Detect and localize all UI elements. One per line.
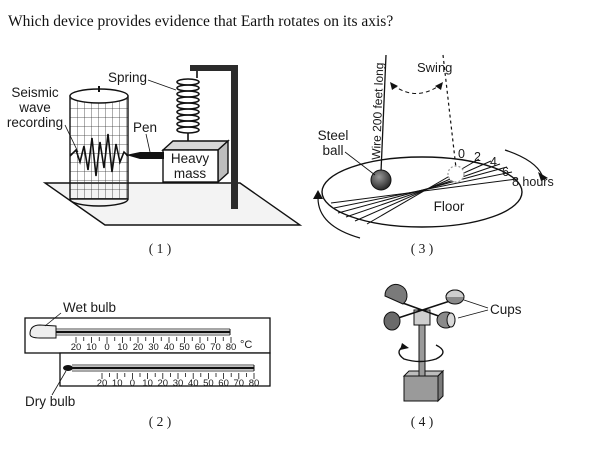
dry-bulb-scale-number: 40 xyxy=(188,378,199,389)
figure-number-4: ( 4 ) xyxy=(411,414,434,429)
ball-label-2: ball xyxy=(322,143,343,158)
dry-bulb-scale-number: 50 xyxy=(203,378,214,389)
figure-number-3: ( 3 ) xyxy=(411,241,434,256)
dry-bulb-scale-ticks xyxy=(101,373,255,379)
hour-mark-4: 4 xyxy=(490,155,497,169)
pendulum-diagram: Swing Wire 200 feet long Steel ball 0 2 … xyxy=(313,54,554,256)
pen xyxy=(126,152,164,159)
seismograph-diagram: Seismic wave recording Spring Pen Heavy … xyxy=(7,65,303,256)
cups xyxy=(383,284,465,331)
anemometer-pole xyxy=(418,317,426,377)
figure-number-2: ( 2 ) xyxy=(149,414,172,429)
spring xyxy=(176,71,200,141)
swing-lines xyxy=(330,158,518,225)
dry-bulb-scale-number: 30 xyxy=(173,378,184,389)
celsius-unit: °C xyxy=(240,339,252,351)
wet-bulb-scale-number: 80 xyxy=(226,342,237,353)
rotation-arrow xyxy=(398,344,444,363)
wet-bulb-scale-number: 20 xyxy=(71,342,82,353)
swing-label: Swing xyxy=(417,60,452,75)
wet-bulb-scale-number: 10 xyxy=(86,342,97,353)
wet-bulb xyxy=(29,324,231,339)
dry-bulb-scale-number: 0 xyxy=(130,378,135,389)
seismic-trace xyxy=(69,133,129,177)
mass-label-2: mass xyxy=(174,166,207,181)
mass-label-1: Heavy xyxy=(171,151,210,166)
dry-bulb-scale-number: 80 xyxy=(249,378,260,389)
seismic-label-1: Seismic xyxy=(11,85,59,100)
wet-bulb-scale-number: 20 xyxy=(133,342,144,353)
dry-bulb-label: Dry bulb xyxy=(25,394,75,409)
floor xyxy=(321,156,523,228)
wet-bulb-scale-number: 50 xyxy=(179,342,190,353)
figure-number-1: ( 1 ) xyxy=(149,241,172,256)
wet-bulb-scale-number: 60 xyxy=(195,342,206,353)
dry-bulb-scale-number: 10 xyxy=(112,378,123,389)
wet-bulb-scale-number: 10 xyxy=(117,342,128,353)
spring-label: Spring xyxy=(108,70,147,85)
heavy-mass xyxy=(161,139,230,184)
dry-bulb xyxy=(63,364,255,372)
wet-bulb-scale-numbers: 20 10 0 10 20 30 40 50 60 70 80 xyxy=(71,342,237,353)
question-text: Which device provides evidence that Eart… xyxy=(8,13,394,30)
swing-arc xyxy=(392,84,441,94)
wire xyxy=(380,54,387,173)
dry-bulb-scale-number: 70 xyxy=(234,378,245,389)
wet-bulb-scale-number: 0 xyxy=(104,342,109,353)
dry-bulb-scale-number: 10 xyxy=(142,378,153,389)
hours-arrow xyxy=(504,149,543,176)
seismic-label-3: recording xyxy=(7,115,63,130)
dry-bulb-scale-number: 20 xyxy=(158,378,169,389)
hour-mark-0: 0 xyxy=(458,147,465,161)
hour-mark-6: 6 xyxy=(502,165,509,179)
pen-label: Pen xyxy=(133,120,157,135)
recording-drum xyxy=(69,86,129,207)
dry-bulb-scale-number: 60 xyxy=(218,378,229,389)
anemometer-base xyxy=(402,369,445,403)
cups-label: Cups xyxy=(490,302,522,317)
rotation-arrow-left xyxy=(317,197,361,239)
wet-bulb-scale-number: 30 xyxy=(148,342,159,353)
floor-label: Floor xyxy=(434,199,465,214)
psychrometer-diagram: 20 10 0 10 20 30 40 50 60 70 80 20 10 0 10 20 30 40 50 60 7… xyxy=(24,300,271,429)
seismograph-stand xyxy=(231,67,238,209)
steel-ball xyxy=(370,169,392,191)
anemometer-diagram: Cups ( 4 ) xyxy=(383,284,522,429)
ball-swing-position xyxy=(447,165,465,183)
wet-bulb-scale-number: 40 xyxy=(164,342,175,353)
wire-swing-position xyxy=(442,54,457,169)
anemometer-arms xyxy=(391,299,454,321)
dry-bulb-scale-numbers: 20 10 0 10 20 30 40 50 60 70 80 xyxy=(97,378,260,389)
seismic-label-2: wave xyxy=(18,100,51,115)
hour-mark-2: 2 xyxy=(474,150,481,164)
dry-bulb-scale-number: 20 xyxy=(97,378,108,389)
wet-bulb-scale-number: 70 xyxy=(210,342,221,353)
ball-label-1: Steel xyxy=(318,128,349,143)
wet-bulb-label: Wet bulb xyxy=(63,300,116,315)
wire-label: Wire 200 feet long xyxy=(369,62,386,160)
hours-label: 8 hours xyxy=(512,175,554,189)
wet-bulb-scale-ticks xyxy=(75,337,232,343)
